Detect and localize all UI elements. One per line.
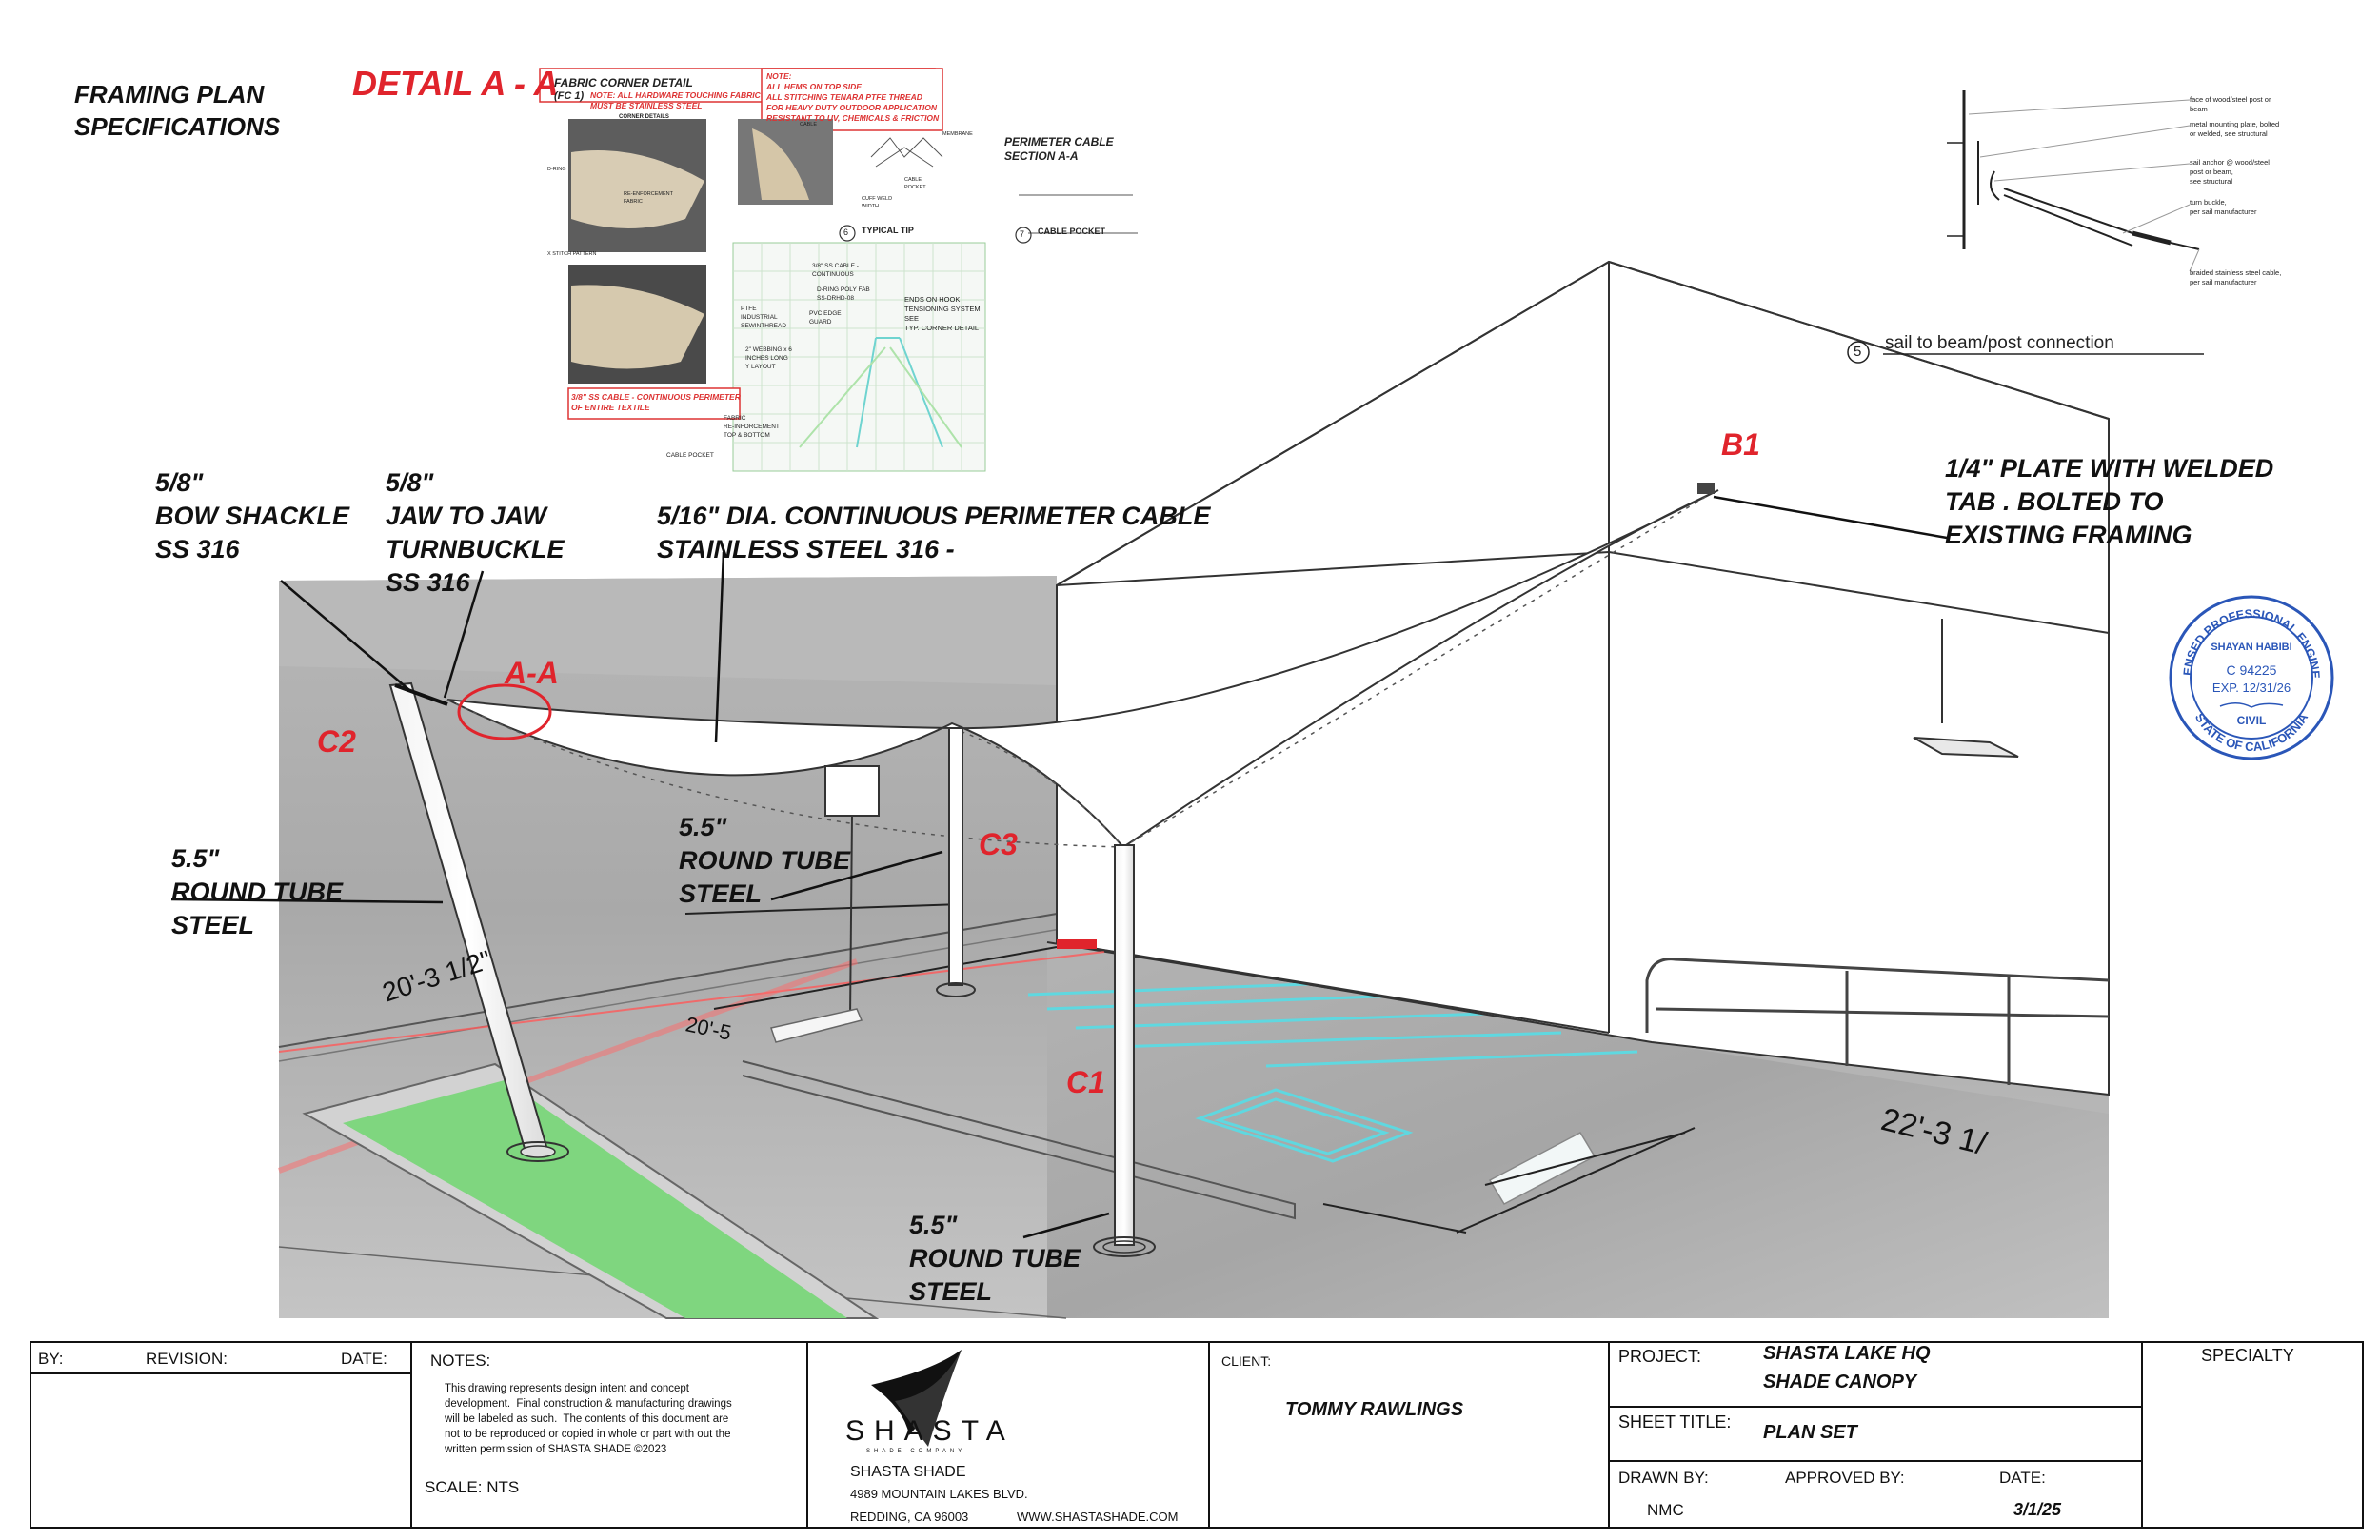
cable-pocket-num: 7 <box>1020 229 1025 239</box>
notes-label: NOTES: <box>430 1352 491 1370</box>
pvc-edge-label: PVC EDGE GUARD <box>809 310 842 326</box>
marker-b1: B1 <box>1721 427 1760 462</box>
stamp-discipline: CIVIL <box>2237 714 2267 727</box>
connection-detail-number: 5 <box>1854 344 1862 360</box>
company-name: SHASTA SHADE <box>850 1464 966 1480</box>
marker-c2: C2 <box>317 724 356 759</box>
company-address: 4989 MOUNTAIN LAKES BLVD. <box>850 1487 1028 1501</box>
membrane-label: MEMBRANE <box>942 131 973 137</box>
connection-detail-drawing <box>1847 90 2204 364</box>
perimeter-cable-title: PERIMETER CABLE SECTION A-A <box>1004 135 1114 163</box>
title-block-frame <box>30 1341 2364 1529</box>
marker-aa: A-A <box>505 656 559 690</box>
tube-callout-mid: 5.5" ROUND TUBE STEEL <box>679 813 850 908</box>
date2-label: DATE: <box>1999 1469 2046 1487</box>
project-line-1: SHASTA LAKE HQ <box>1763 1343 1931 1364</box>
fabric-corner-sub: (FC 1) <box>554 90 585 102</box>
d-ring-poly-label: D-RING POLY FAB SS-DRHD-08 <box>817 286 870 302</box>
client-label: CLIENT: <box>1221 1353 1272 1369</box>
detail-title: DETAIL A - A <box>352 64 559 103</box>
tube-callout-bottom: 5.5" ROUND TUBE STEEL <box>909 1211 1081 1306</box>
stamp-name: SHAYAN HABIBI <box>2211 642 2291 653</box>
typical-tip: TYPICAL TIP <box>862 226 914 235</box>
connection-note-5: braided stainless steel cable, per sail … <box>2190 268 2282 286</box>
cable-pocket-sketch-label: CABLE POCKET <box>904 177 926 190</box>
company-city: REDDING, CA 96003 <box>850 1510 969 1524</box>
logo-word: SHASTA <box>845 1415 1015 1447</box>
sheet-title-label: SHEET TITLE: <box>1618 1412 1732 1431</box>
perimeter-cable-callout: 5/16" DIA. CONTINUOUS PERIMETER CABLE ST… <box>657 502 1211 563</box>
stamp-expiry: EXP. 12/31/26 <box>2212 681 2291 695</box>
marker-c1: C1 <box>1066 1065 1105 1099</box>
notes-text: This drawing represents design intent an… <box>445 1383 732 1455</box>
sheet-title: PLAN SET <box>1763 1422 1857 1443</box>
cuff-weld-label: CUFF WELD WIDTH <box>862 196 893 209</box>
fabric-reinforcement-label: FABRIC RE-INFORCEMENT TOP & BOTTOM <box>724 415 780 439</box>
corner-details: CORNER DETAILS <box>619 114 669 120</box>
connection-note-2: metal mounting plate, bolted or welded, … <box>2190 120 2280 138</box>
specialty-label: SPECIALTY <box>2201 1346 2294 1365</box>
cable-pocket-title: CABLE POCKET <box>1038 227 1106 236</box>
connection-note-4: turn buckle, per sail manufacturer <box>2190 198 2257 216</box>
logo-sub: SHADE COMPANY <box>866 1449 966 1454</box>
plan-subtitle: SPECIFICATIONS <box>74 112 281 141</box>
cable-photo-label: CABLE <box>800 122 818 128</box>
plate-anchor <box>1697 483 1715 494</box>
company-website[interactable]: WWW.SHASTASHADE.COM <box>1017 1510 1179 1524</box>
cable-pocket-small-label: CABLE POCKET <box>666 452 714 459</box>
stamp-license: C 94225 <box>2227 662 2277 678</box>
ss-cable-label: 3/8" SS CABLE - CONTINUOUS <box>812 263 859 278</box>
leader-lines <box>170 495 1948 1239</box>
scale-label: SCALE: NTS <box>425 1478 520 1496</box>
marker-c3: C3 <box>979 827 1018 861</box>
existing-building <box>1056 260 2110 1096</box>
client-name: TOMMY RAWLINGS <box>1285 1399 1464 1420</box>
date-label: DATE: <box>341 1350 387 1368</box>
stamp-text: LICENSED PROFESSIONAL ENGINEER STATE OF … <box>2171 597 2322 754</box>
drawn-by-label: DRAWN BY: <box>1618 1469 1709 1487</box>
bow-shackle-callout: 5/8" BOW SHACKLE SS 316 <box>155 468 349 563</box>
sign-board <box>770 765 880 1043</box>
planter <box>302 1062 880 1319</box>
drawn-by-value: NMC <box>1647 1501 1684 1519</box>
d-ring-label: D-RING <box>547 167 566 172</box>
section-aa-circle <box>457 683 552 740</box>
revision-label: REVISION: <box>146 1350 228 1368</box>
typical-tip-num: 6 <box>843 227 849 237</box>
project-line-2: SHADE CANOPY <box>1763 1372 1917 1392</box>
stamp-signature <box>2219 702 2284 708</box>
connection-detail-title: sail to beam/post connection <box>1885 333 2114 353</box>
plate-callout: 1/4" PLATE WITH WELDED TAB . BOLTED TO E… <box>1945 454 2274 549</box>
note-hardware: NOTE: ALL HARDWARE TOUCHING FABRIC MUST … <box>590 90 761 110</box>
project-label: PROJECT: <box>1618 1347 1702 1366</box>
ptfe-label: PTFE INDUSTRIAL SEWINTHREAD <box>741 306 787 329</box>
shasta-logo <box>871 1350 962 1447</box>
note-hems: NOTE: ALL HEMS ON TOP SIDE ALL STITCHING… <box>766 71 940 123</box>
reinforcement-label: RE-ENFORCEMENT FABRIC <box>624 191 673 205</box>
guard-rail <box>1645 958 2110 1085</box>
cable-hardware <box>394 683 448 706</box>
pole-c1 <box>1093 844 1156 1257</box>
connection-note-1: face of wood/steel post or beam <box>2190 95 2271 113</box>
pole-c2 <box>388 681 569 1162</box>
cable-note: 3/8" SS CABLE - CONTINUOUS PERIMETER OF … <box>571 392 741 412</box>
by-label: BY: <box>38 1350 64 1368</box>
approved-by-label: APPROVED BY: <box>1785 1469 1905 1487</box>
turnbuckle-callout: 5/8" JAW TO JAW TURNBUCKLE SS 316 <box>386 468 565 597</box>
shade-sail <box>446 489 1719 849</box>
stitch-pattern-label: X STITCH PATTERN <box>547 251 597 257</box>
red-marker-block <box>1057 939 1097 949</box>
date-value: 3/1/25 <box>2013 1500 2062 1519</box>
ends-on-hook-label: ENDS ON HOOK TENSIONING SYSTEM SEE TYP. … <box>904 295 981 332</box>
connection-note-3: sail anchor @ wood/steel post or beam, s… <box>2190 158 2270 186</box>
plan-title: FRAMING PLAN <box>74 80 265 109</box>
fabric-corner-title: FABRIC CORNER DETAIL <box>554 76 693 89</box>
detail-inset <box>539 68 1138 473</box>
pole-c3 <box>936 727 976 997</box>
webbing-label: 2" WEBBING x 6 INCHES LONG Y LAYOUT <box>745 346 792 370</box>
dimension-lines <box>684 903 1696 1234</box>
tube-callout-left: 5.5" ROUND TUBE STEEL <box>171 844 343 939</box>
engineer-stamp <box>2169 595 2334 760</box>
